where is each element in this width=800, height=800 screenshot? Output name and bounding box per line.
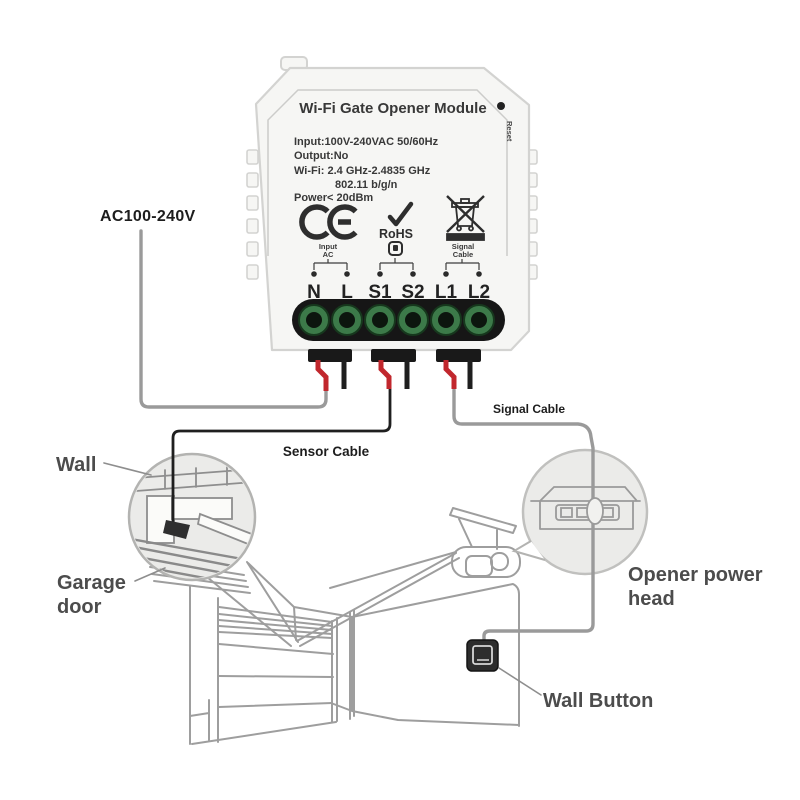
sensor-bracket-plate (146, 495, 175, 544)
signal-cable-caption-1: Signal (452, 242, 475, 251)
reset-button-dot (497, 102, 505, 110)
wifi-gate-opener-module: Wi-Fi Gate Opener Module Reset Input:100… (246, 56, 538, 391)
opener-head-motor (490, 552, 509, 571)
wall-molding-lines (135, 465, 253, 492)
sensor-cable (171, 386, 392, 523)
callout-tail-wedge (514, 541, 545, 560)
reset-label: Reset (505, 121, 514, 142)
signal-cable (452, 388, 595, 643)
cable-clamp (586, 497, 604, 525)
spec-80211: 802.11 b/g/n (335, 179, 398, 191)
opener-head-lamp (465, 555, 493, 577)
weee-bin-icon (446, 195, 485, 241)
garage-door-top-section (218, 606, 333, 639)
opener-ceiling-bracket (449, 507, 517, 550)
rohs-checkmark-icon (387, 201, 414, 227)
head-rear-outline (530, 486, 641, 530)
callout-tail-lines (206, 561, 299, 647)
wire-red-3 (443, 360, 457, 389)
callout-tail-edges (511, 540, 546, 561)
terminal-label-l2: L2 (468, 282, 490, 303)
wall-button-label: Wall Button (543, 690, 653, 712)
opener-power-head-label-1: Opener power (628, 564, 763, 586)
terminal-label-s2: S2 (401, 282, 424, 303)
dry-contact-button-icon (388, 241, 403, 256)
ac-power-cable (139, 229, 328, 409)
opener-head-body (451, 546, 521, 578)
module-title: Wi-Fi Gate Opener Module (299, 100, 486, 117)
terminal-screws (298, 304, 495, 336)
garage-door-frame (189, 585, 355, 745)
garage-door-label-1: Garage (57, 572, 126, 594)
callout-circle-right (521, 448, 649, 576)
terminal-label-s1: S1 (368, 282, 392, 303)
sensor-beam (196, 512, 253, 550)
wall-label: Wall (56, 454, 96, 476)
back-wall-outline (330, 583, 520, 727)
wall-button-leader (498, 667, 542, 696)
wire-exit-blocks (308, 349, 481, 362)
opener-head-callout (511, 448, 649, 576)
door-hatch-lines (131, 537, 253, 578)
head-terminal-1 (560, 507, 573, 518)
garage-door-panels (218, 643, 334, 708)
wire-stubs (315, 360, 473, 391)
ac-power-label: AC100-240V (100, 208, 196, 225)
door-sensor-callout (127, 452, 299, 647)
terminal-label-n: N (307, 282, 321, 303)
signal-cable-caption-2: Cable (453, 250, 473, 259)
garage-door-leader (134, 567, 166, 582)
opener-rail (296, 552, 460, 647)
input-ac-caption-1: Input (319, 242, 338, 251)
ceiling-edges (247, 551, 457, 641)
input-ac-caption-2: AC (323, 250, 334, 259)
bracket-dots (311, 271, 482, 277)
signal-cable-label: Signal Cable (493, 402, 565, 416)
leader-lines (103, 462, 542, 696)
garage-door-label-2: door (57, 596, 102, 618)
wire-red-1 (315, 360, 329, 391)
module-inner-panel-line (267, 89, 508, 256)
terminal-label-l1: L1 (435, 282, 458, 303)
rohs-label: RoHS (379, 227, 413, 241)
spec-output: Output:No (294, 150, 349, 162)
spec-power: Power< 20dBm (294, 192, 373, 204)
spec-input: Input:100V-240VAC 50/60Hz (294, 136, 439, 148)
terminal-group-brackets (313, 258, 480, 270)
sensor-cable-label: Sensor Cable (283, 444, 370, 459)
garage-scene-sketch (149, 507, 521, 745)
wall-leader (103, 462, 152, 476)
ce-mark-icon (299, 204, 358, 240)
wire-red-2 (378, 360, 392, 389)
module-specs: Input:100V-240VAC 50/60Hz Output:No Wi-F… (294, 136, 439, 204)
door-sensor-block (163, 520, 190, 539)
spec-wifi: Wi-Fi: 2.4 GHz-2.4835 GHz (294, 165, 431, 177)
opener-power-head-label-2: head (628, 588, 675, 610)
wall-button (466, 639, 499, 672)
terminal-label-l: L (341, 282, 353, 303)
